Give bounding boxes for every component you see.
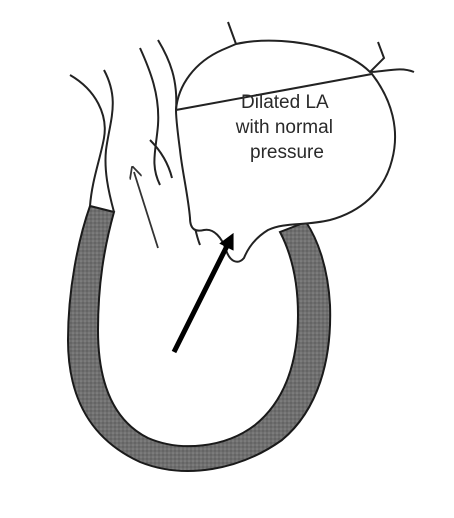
atrium-label-line-1: Dilated LA — [241, 92, 329, 113]
atrium-label-line-2: with normal — [235, 117, 333, 138]
regurgitant-flow-arrow-icon — [171, 232, 234, 354]
vessel-branch — [157, 39, 178, 111]
vessel-branch — [149, 139, 173, 179]
aorta-inner-outline — [103, 69, 115, 213]
left-atrium-outline — [174, 21, 415, 263]
vessel-branch — [139, 47, 161, 186]
ventricle-wall — [66, 204, 332, 472]
outflow-arrow-icon — [134, 172, 159, 249]
atrium-label: Dilated LA with normal pressure — [235, 92, 338, 163]
aorta-outline — [69, 74, 106, 207]
atrium-label-line-3: pressure — [250, 142, 324, 163]
